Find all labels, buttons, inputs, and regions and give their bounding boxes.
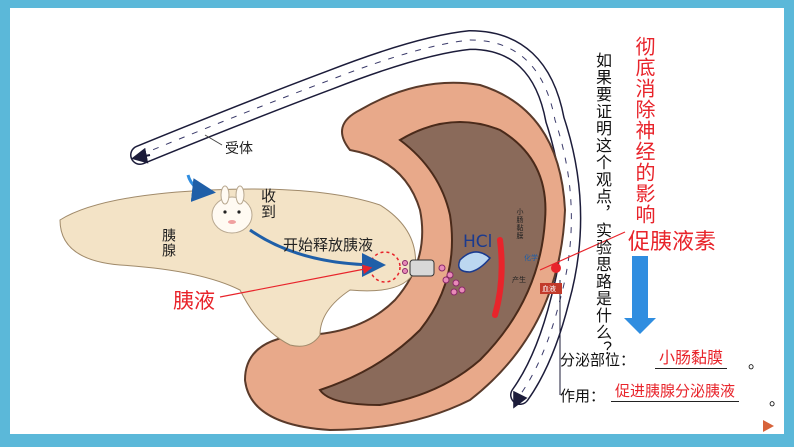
chemical-label: 化学 — [524, 254, 538, 262]
frame-left — [0, 0, 10, 447]
pancreas-label: 胰腺 — [160, 228, 176, 258]
experiment-question: 如果要证明这个观点，实验思路是什么？ — [593, 52, 612, 358]
site-period: 。 — [748, 353, 765, 372]
down-arrow — [624, 256, 656, 334]
effect-label: 作用： — [560, 387, 606, 405]
effect-period: 。 — [769, 390, 786, 409]
receptor-label: 受体 — [225, 141, 253, 157]
frame-top — [0, 0, 794, 8]
site-answer: 小肠黏膜 — [655, 344, 728, 369]
produce-label: 产生 — [512, 276, 526, 284]
frame-bottom — [0, 434, 794, 447]
juice-droplets — [402, 260, 466, 296]
frame-right — [784, 0, 794, 447]
duodenum-lumen — [318, 121, 547, 407]
bunny-character-icon — [211, 185, 253, 234]
blue-bend-arrow — [186, 174, 216, 202]
hcl-label: HCl — [463, 232, 493, 252]
received-label: 收到 — [259, 188, 277, 220]
pancreatic-duct — [409, 259, 435, 277]
secretin-label: 促胰液素 — [628, 230, 717, 255]
site-label: 分泌部位： — [560, 351, 636, 369]
effect-answer: 促进胰腺分泌胰液 — [611, 380, 740, 402]
play-icon[interactable] — [763, 420, 774, 432]
release-arrow — [249, 228, 386, 277]
intestine-tiny-label: 小肠黏膜 — [516, 208, 524, 240]
pancreas — [59, 188, 417, 347]
pancreatic-juice-label: 胰液 — [173, 289, 215, 313]
stomach-acid-icon — [458, 251, 492, 273]
slide-title: 彻底消除神经的影响 — [632, 36, 656, 225]
release-label: 开始释放胰液 — [283, 236, 374, 254]
blood-label: 血液 — [542, 285, 556, 293]
